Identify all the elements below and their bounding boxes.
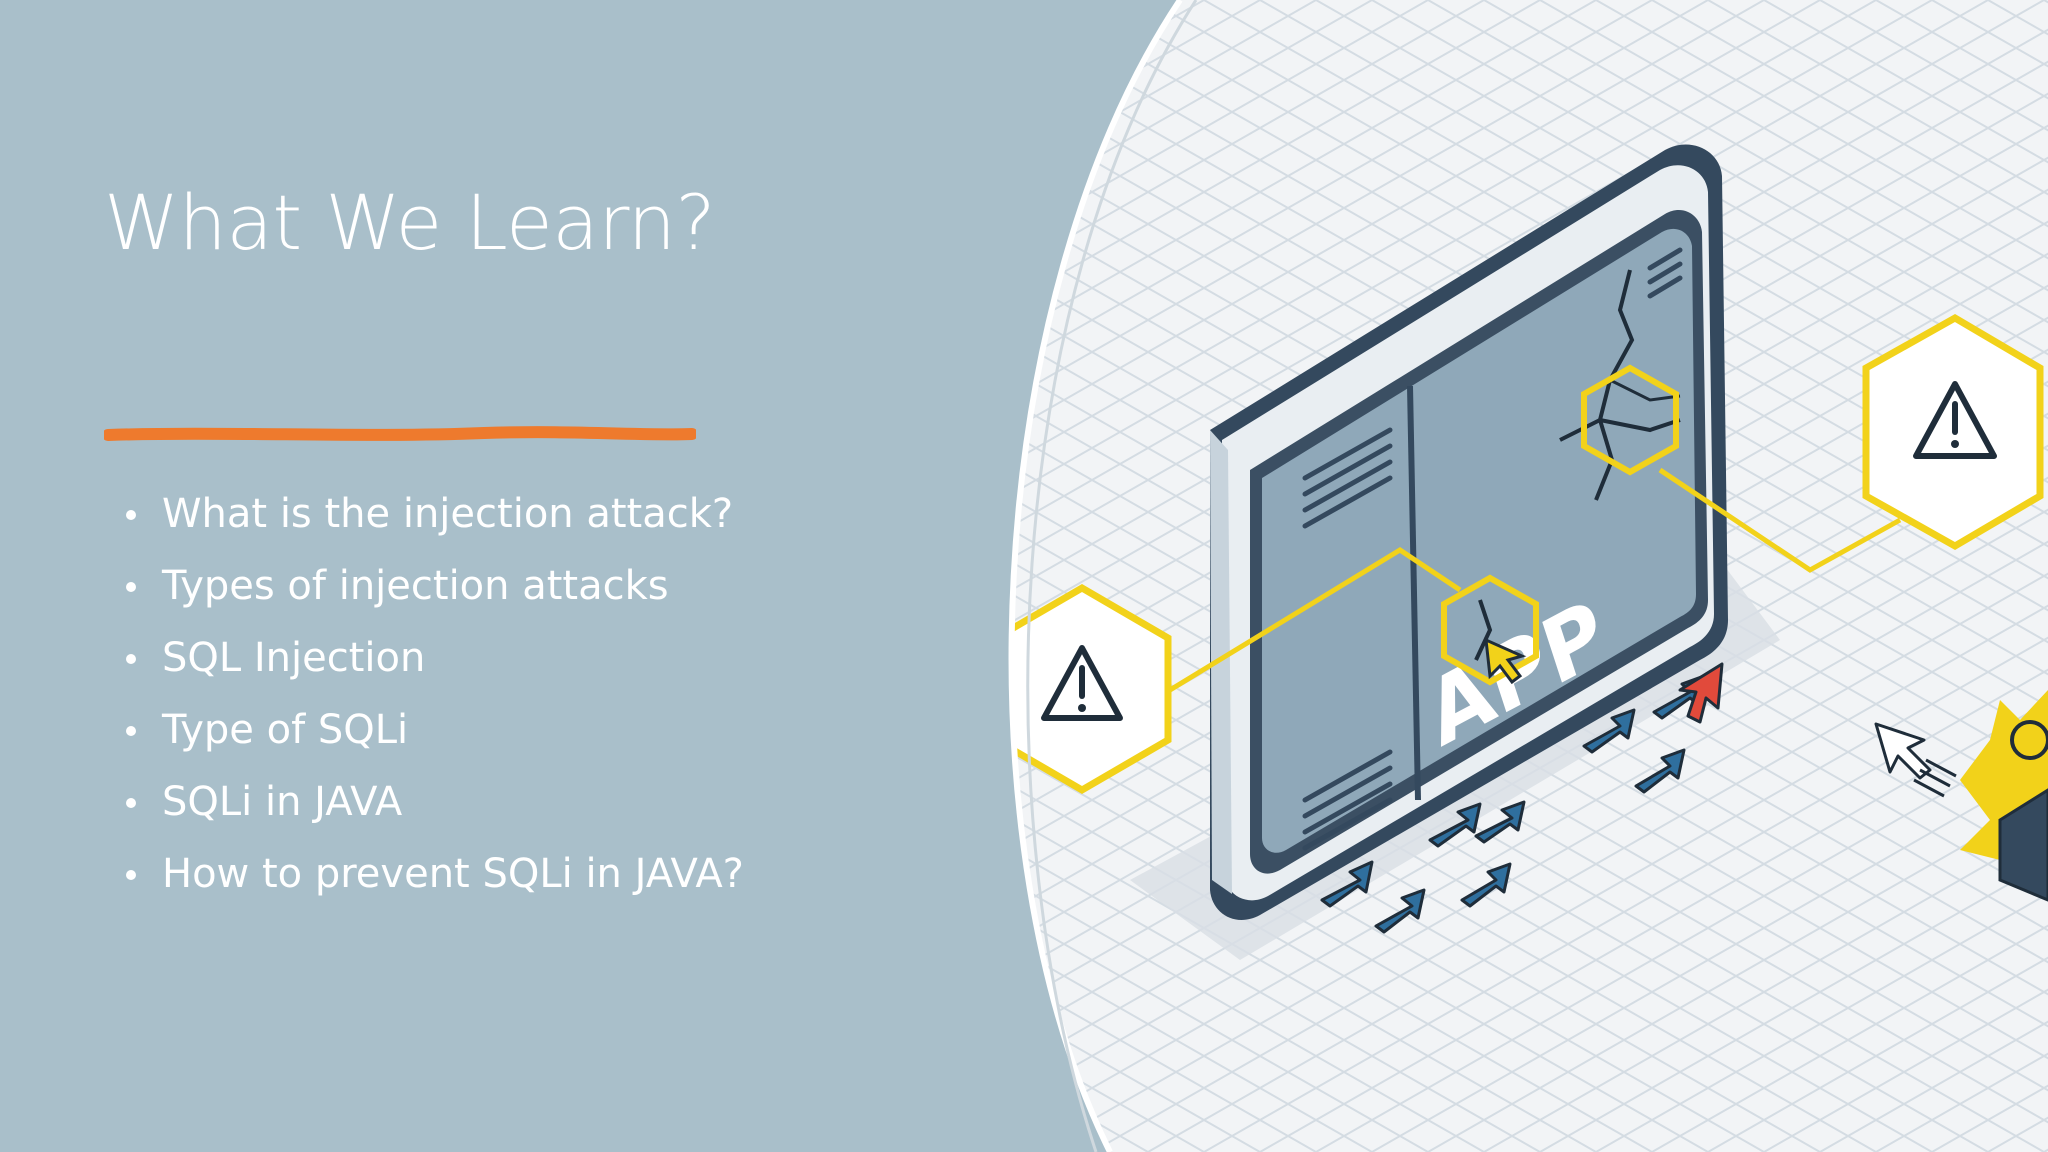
bullet-text: SQL Injection — [162, 635, 426, 681]
bullet-text: How to prevent SQLi in JAVA? — [162, 851, 744, 897]
bullet-dot-icon — [126, 654, 136, 664]
bullet-item: What is the injection attack? — [122, 478, 744, 550]
warning-triangle-icon — [1011, 583, 1172, 795]
bullet-item: Type of SQLi — [122, 694, 744, 766]
bullet-text: Types of injection attacks — [162, 563, 669, 609]
slide-title: What We Learn? — [104, 178, 716, 267]
bullet-list: What is the injection attack? Types of i… — [122, 478, 744, 910]
bullet-text: Type of SQLi — [162, 707, 409, 753]
crack-icon — [1581, 364, 1679, 476]
bullet-dot-icon — [126, 510, 136, 520]
bullet-text: SQLi in JAVA — [162, 779, 403, 825]
explosion-icon — [1960, 690, 2048, 903]
bullet-item: SQL Injection — [122, 622, 744, 694]
warning-triangle-icon — [1862, 313, 2044, 551]
bullet-item: SQLi in JAVA — [122, 766, 744, 838]
bullet-dot-icon — [126, 798, 136, 808]
title-underline — [104, 426, 696, 441]
bullet-dot-icon — [126, 726, 136, 736]
bullet-dot-icon — [126, 582, 136, 592]
cursor-arrow-icon — [1441, 574, 1539, 686]
bullet-text: What is the injection attack? — [162, 491, 734, 537]
bullet-item: Types of injection attacks — [122, 550, 744, 622]
bullet-item: How to prevent SQLi in JAVA? — [122, 838, 744, 910]
bullet-dot-icon — [126, 870, 136, 880]
